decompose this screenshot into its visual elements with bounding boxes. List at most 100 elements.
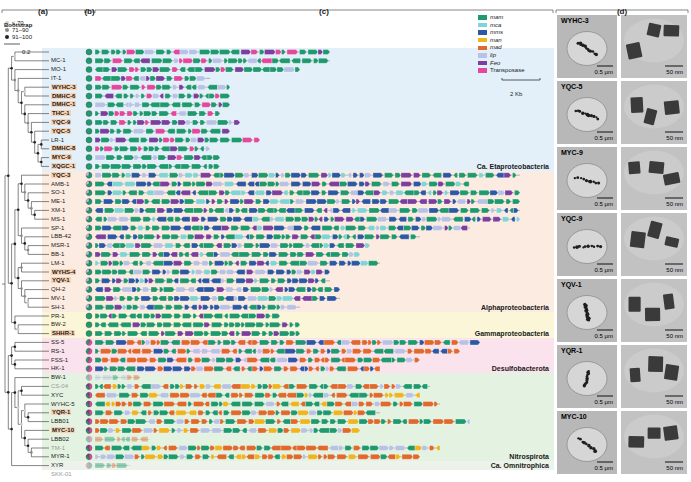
gene-arrow — [252, 340, 258, 345]
gene-arrow — [224, 173, 235, 178]
gene-arrow — [222, 129, 230, 134]
gene-arrow — [104, 446, 110, 451]
gene-arrow — [121, 287, 132, 292]
tree-branch — [15, 368, 49, 369]
gene-arrow — [247, 358, 258, 363]
gene-arrow — [277, 67, 284, 72]
gene-arrow — [122, 384, 126, 389]
gene-arrow — [199, 314, 204, 319]
gene-arrow — [95, 261, 99, 266]
gene-arrow — [241, 384, 251, 389]
gene-arrow — [381, 419, 386, 424]
magnetosome — [589, 50, 592, 53]
gene-arrow — [260, 340, 270, 345]
gene-arrow — [232, 243, 238, 248]
gene-arrow — [120, 296, 126, 301]
gene-arrow — [306, 402, 314, 407]
pie-slice — [86, 199, 92, 205]
gene-arrow — [369, 261, 379, 266]
gene-arrow — [277, 296, 283, 301]
tree-branch — [15, 342, 49, 343]
gene-arrow — [214, 366, 224, 371]
gene-arrow — [157, 234, 161, 239]
gene-arrow — [148, 410, 152, 415]
gene-arrow — [192, 243, 199, 248]
gene-arrow — [188, 287, 195, 292]
pie-slice — [86, 313, 92, 319]
gene-arrow — [257, 314, 266, 319]
pie-slice — [86, 366, 89, 371]
gene-arrow — [178, 120, 186, 125]
magnetosome — [582, 178, 585, 181]
gene-arrow — [95, 146, 100, 151]
gene-arrow — [242, 410, 251, 415]
gene-arrow — [154, 410, 160, 415]
gene-arrow — [325, 270, 331, 275]
gene-arrow — [159, 164, 169, 169]
cell-edge — [624, 19, 684, 63]
pie-slice — [86, 172, 89, 176]
gene-arrow — [172, 67, 178, 72]
gene-arrow — [211, 50, 220, 55]
pie-chart — [86, 234, 92, 240]
gene-arrow — [402, 454, 413, 459]
gene-arrow — [204, 322, 210, 327]
gene-arrow — [265, 393, 271, 398]
gene-arrow — [363, 349, 372, 354]
scale-label: 0.5 μm — [594, 267, 614, 274]
gene-arrow — [242, 402, 253, 407]
gene-arrow — [320, 243, 324, 248]
gene-arrow — [101, 261, 109, 266]
gene-arrow — [356, 243, 365, 248]
gene-arrow — [352, 199, 356, 204]
gene-arrow — [117, 437, 121, 442]
gene-arrow — [367, 217, 378, 222]
gene-arrow — [187, 94, 192, 99]
pie-chart — [86, 243, 92, 249]
gene-arrow — [214, 305, 220, 310]
gene-arrow — [446, 182, 456, 187]
gene-arrow — [389, 199, 400, 204]
pie-chart — [86, 199, 92, 205]
gene-arrow — [95, 375, 101, 380]
gene-arrow — [309, 217, 315, 222]
gene-arrow — [158, 366, 164, 371]
gene-arrow — [204, 208, 208, 213]
gene-arrow — [150, 358, 157, 363]
tree-branch — [14, 70, 15, 91]
gene-arrow — [248, 182, 255, 187]
gene-arrow — [241, 190, 246, 195]
gene-arrow — [198, 190, 209, 195]
gene-arrow — [163, 384, 169, 389]
pie-slice — [86, 225, 89, 229]
gene-arrow — [213, 173, 220, 178]
gene-arrow — [161, 331, 165, 336]
gene-arrow — [262, 287, 270, 292]
gene-arrow — [211, 102, 217, 107]
gene-arrow — [422, 182, 428, 187]
pie-slice — [86, 207, 92, 213]
tree-branch — [15, 351, 49, 352]
gene-arrow — [216, 243, 222, 248]
gene-arrow — [459, 340, 469, 345]
gene-arrow — [479, 173, 484, 178]
gene-arrow — [100, 419, 109, 424]
pie-slice — [86, 163, 92, 169]
gene-arrow — [122, 199, 130, 204]
gene-arrow — [198, 85, 206, 90]
gene-arrow — [141, 410, 147, 415]
bootstrap-dot — [24, 90, 27, 93]
gene-arrow — [125, 208, 135, 213]
gene-arrow — [209, 94, 215, 99]
gene-arrow — [344, 410, 354, 415]
gene-arrow — [190, 296, 199, 301]
gene-arrow — [236, 182, 246, 187]
gene-arrow — [100, 314, 108, 319]
gene-arrow — [111, 358, 120, 363]
gene-arrow — [317, 199, 327, 204]
gene-arrow — [95, 402, 105, 407]
gene-arrow — [291, 428, 301, 433]
tree-branch — [28, 412, 49, 413]
gene-arrow — [184, 261, 192, 266]
gene-arrow — [157, 446, 162, 451]
